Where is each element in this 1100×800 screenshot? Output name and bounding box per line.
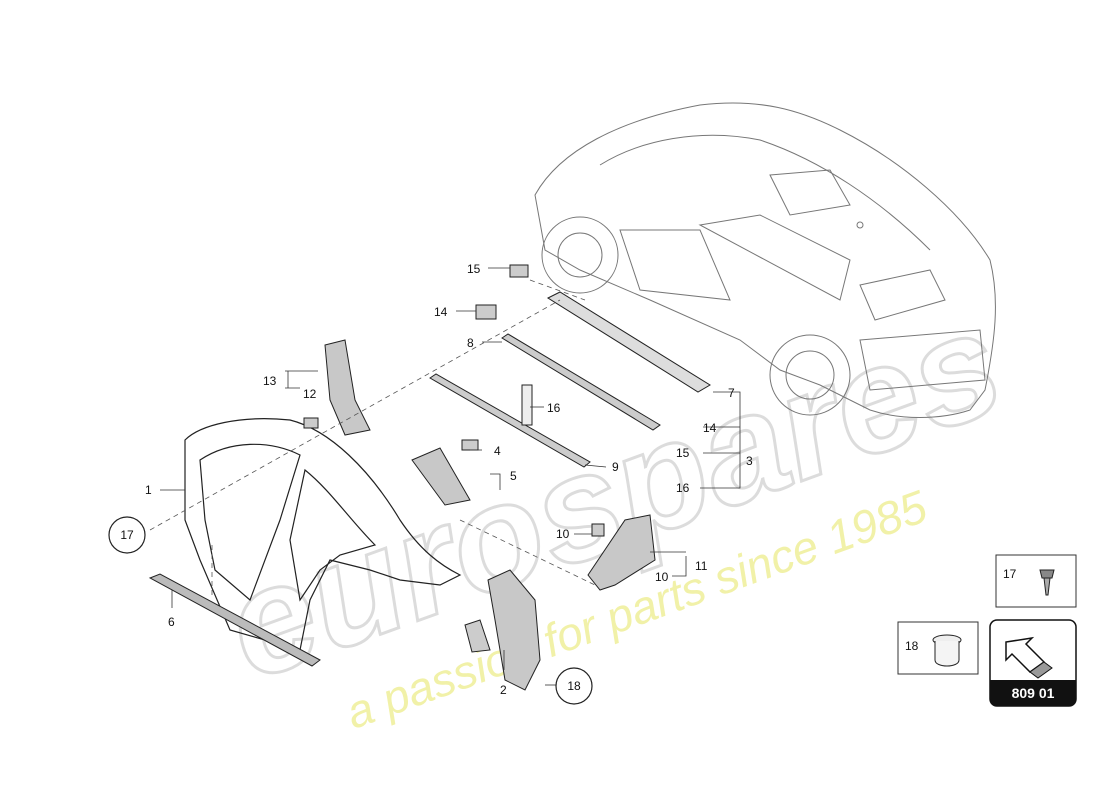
callout-12: 12	[303, 387, 317, 401]
clip-16	[521, 384, 533, 426]
reinforcement-5	[411, 447, 471, 506]
callout-8: 8	[467, 336, 474, 350]
callout-18-circle	[555, 667, 593, 705]
bracket-part	[303, 417, 319, 429]
bracket-15	[509, 264, 529, 278]
dashed-guides	[149, 279, 596, 595]
callout-17: 17	[120, 528, 134, 542]
leader-lines	[160, 267, 741, 686]
callout-1: 1	[145, 483, 152, 497]
callout-5: 5	[510, 469, 517, 483]
bracket-2b	[464, 619, 491, 653]
callout-14a: 14	[434, 305, 448, 319]
legend-item-18: 18	[897, 621, 979, 675]
callout-11: 11	[695, 559, 708, 573]
screw-icon	[1039, 569, 1055, 596]
bracket-14	[475, 304, 497, 320]
callout-2: 2	[500, 683, 507, 697]
side-frame-part	[184, 418, 462, 651]
callout-3: 3	[746, 454, 753, 468]
callout-6: 6	[168, 615, 175, 629]
page-code-badge: 809 01	[989, 619, 1077, 707]
callout-16a: 16	[547, 401, 561, 415]
callout-7: 7	[728, 386, 735, 400]
plug-icon	[932, 634, 962, 667]
legend-18-label: 18	[905, 639, 919, 653]
bracket-10	[591, 523, 605, 537]
callout-13: 13	[263, 374, 277, 388]
callout-17-circle	[108, 516, 146, 554]
callout-9: 9	[612, 460, 619, 474]
car-illustration	[534, 102, 996, 418]
callout-18: 18	[567, 679, 581, 693]
rail-part-7	[546, 291, 711, 393]
callout-10b: 10	[655, 570, 669, 584]
callout-4: 4	[494, 444, 501, 458]
callout-10a: 10	[556, 527, 570, 541]
legend-item-17: 17	[995, 554, 1077, 608]
wheelhouse-2	[487, 569, 541, 691]
callout-15b: 15	[676, 446, 690, 460]
callout-16b: 16	[676, 481, 690, 495]
quarter-panel-11	[587, 514, 656, 591]
pillar-part	[324, 339, 371, 436]
sill-strip-part	[148, 573, 321, 667]
legend-17-label: 17	[1003, 567, 1017, 581]
callout-15a: 15	[467, 262, 481, 276]
callout-14b: 14	[703, 421, 717, 435]
page-code: 809 01	[1012, 685, 1055, 701]
bracket-4	[461, 439, 479, 451]
arrow-icon	[1005, 636, 1053, 679]
rail-part-9	[429, 373, 591, 468]
rail-part-8	[501, 333, 661, 431]
callouts: 1 2 3 4 5 6 7 8 9 10 10 11 12 13 14 14 1…	[108, 262, 753, 705]
